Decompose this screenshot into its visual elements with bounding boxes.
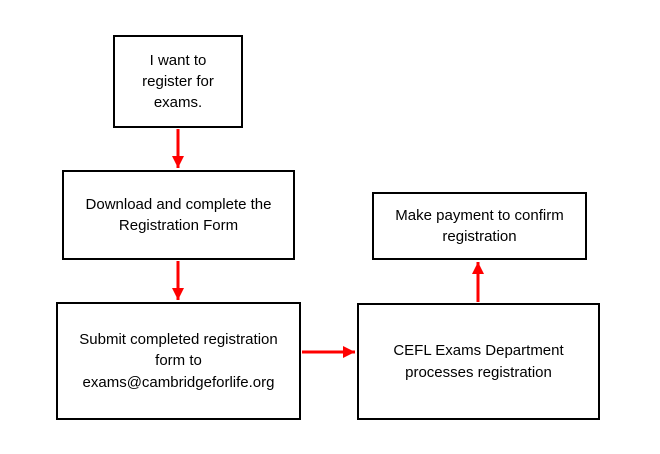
flow-node-submit-form: Submit completed registration form to ex…	[56, 302, 301, 420]
flow-node-cefl-processes: CEFL Exams Department processes registra…	[357, 303, 600, 420]
flow-node-download-form: Download and complete the Registration F…	[62, 170, 295, 260]
flow-node-make-payment: Make payment to confirm registration	[372, 192, 587, 260]
flow-node-start: I want to register for exams.	[113, 35, 243, 128]
